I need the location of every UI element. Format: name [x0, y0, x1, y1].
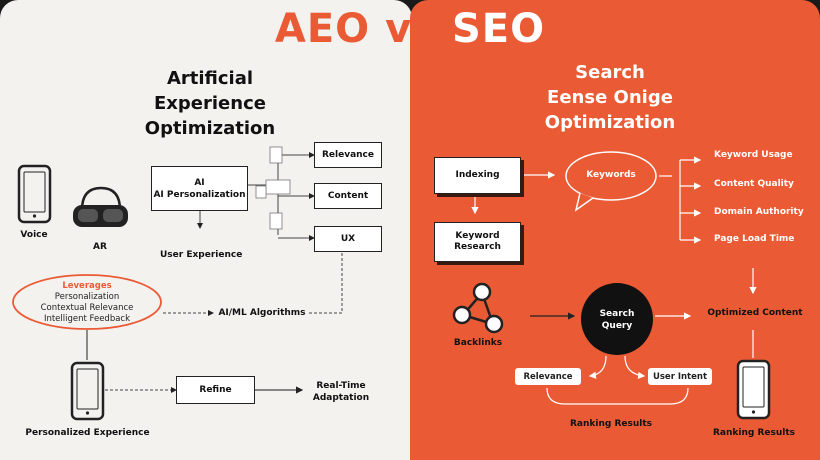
factor-bracket [679, 156, 757, 295]
aeo-heading-line: Experience [154, 93, 266, 114]
ai-box-line: AI Personalization [153, 189, 246, 200]
ranking-bracket [546, 387, 689, 405]
personalized-phone-icon [70, 361, 105, 421]
relevance-box: Relevance [314, 142, 382, 168]
leverages-item: Contextual Relevance [40, 303, 134, 313]
leverages-item: Intelligent Feedback [43, 314, 131, 324]
relevance-pill: Relevance [515, 368, 581, 385]
title-seo: SEO [451, 6, 546, 52]
seo-heading-line: Optimization [544, 112, 676, 133]
keywords-speech-bubble [565, 151, 657, 212]
keyword-research-box: Keyword Research [434, 222, 521, 262]
voice-label: Voice [20, 230, 48, 240]
realtime-line: Real-Time [316, 381, 366, 391]
search-query-line: Search [599, 309, 635, 319]
ux-box: UX [314, 226, 382, 252]
content-box: Content [314, 183, 382, 209]
factor-domain-authority: Domain Authority [714, 207, 804, 217]
factor-keyword-usage: Keyword Usage [714, 150, 793, 160]
ranking-results-right-label: Ranking Results [712, 428, 795, 438]
leverages-group: Leverages Personalization Contextual Rel… [20, 281, 154, 325]
ai-box-line: AI [194, 177, 205, 188]
ranking-results-center-label: Ranking Results [569, 419, 652, 429]
refine-box: Refine [176, 376, 255, 404]
indexing-box: Indexing [434, 157, 521, 194]
keyword-research-line: Research [454, 242, 501, 252]
phone-icon [17, 164, 52, 224]
seo-heading-line: Eense Onige [547, 87, 673, 108]
algorithms-label: AI/ML Algorithms [218, 308, 306, 318]
seo-heading-line: Search [575, 62, 645, 83]
leverages-ellipse [12, 274, 162, 330]
seo-heading: Search Eense Onige Optimization [510, 60, 710, 135]
aeo-heading: Artificial Experience Optimization [110, 66, 310, 141]
vr-headset-icon [73, 186, 128, 227]
backlinks-label: Backlinks [453, 338, 503, 348]
backlinks-network-icon [452, 282, 504, 334]
ranking-phone-icon [736, 359, 771, 420]
aeo-heading-line: Artificial [166, 68, 254, 89]
title-aeo: AEO [274, 6, 371, 52]
optimized-content-label: Optimized Content [707, 308, 803, 318]
personalized-experience-label: Personalized Experience [25, 428, 150, 438]
search-query-label: Search Query [581, 308, 653, 332]
keywords-label: Keywords [586, 170, 636, 180]
query-down-arrows [588, 355, 646, 379]
ux-to-algorithms-connector [308, 253, 343, 314]
leverages-item: Personalization [54, 292, 120, 302]
aeo-heading-line: Optimization [144, 118, 276, 139]
search-query-circle [581, 283, 653, 355]
page-title: AEO vs SEO [0, 6, 820, 52]
document-icons [255, 146, 291, 230]
ai-personalization-box: AI AI Personalization [151, 166, 248, 211]
realtime-adaptation-label: Real-Time Adaptation [305, 380, 377, 404]
keyword-research-line: Keyword [455, 231, 500, 241]
factor-content-quality: Content Quality [714, 179, 794, 189]
factor-page-load-time: Page Load Time [714, 234, 795, 244]
leverages-title: Leverages [62, 281, 112, 291]
search-query-line: Query [601, 321, 633, 331]
user-intent-pill: User Intent [648, 368, 712, 385]
title-vs: vs [385, 6, 438, 52]
user-experience-label: User Experience [160, 250, 243, 260]
ar-label: AR [93, 242, 107, 252]
realtime-line: Adaptation [312, 393, 370, 403]
